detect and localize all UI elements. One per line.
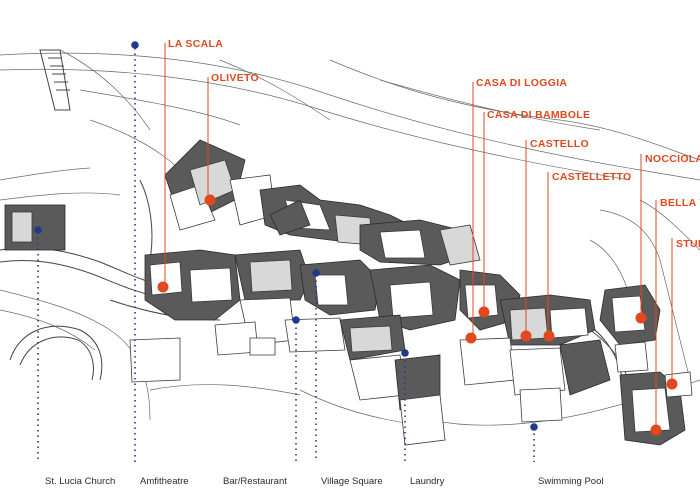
accommodation-markers [157, 194, 678, 436]
marker-st-lucia-church[interactable] [34, 226, 42, 234]
label-bella-vista[interactable]: BELLA V [660, 197, 700, 209]
marker-village-square[interactable] [312, 269, 320, 277]
marker-bar-restaurant[interactable] [292, 316, 300, 324]
marker-castelletto[interactable] [543, 330, 555, 342]
marker-swimming-pool[interactable] [530, 423, 538, 431]
marker-laundry[interactable] [401, 349, 409, 357]
marker-casa-di-bambole[interactable] [478, 306, 490, 318]
amenity-markers [34, 41, 538, 431]
marker-amfitheatre[interactable] [131, 41, 139, 49]
village-buildings [4, 139, 693, 446]
label-studio[interactable]: STUD [676, 238, 700, 250]
label-village-square[interactable]: Village Square [321, 476, 383, 487]
marker-castello[interactable] [520, 330, 532, 342]
label-casa-di-bambole[interactable]: CASA DI BAMBOLE [487, 109, 590, 121]
label-st-lucia-church[interactable]: St. Lucia Church [45, 476, 115, 487]
label-bar-restaurant[interactable]: Bar/Restaurant [223, 476, 287, 487]
accommodation-labels: LA SCALA OLIVETO CASA DI LOGGIA CASA DI … [168, 38, 700, 250]
label-laundry[interactable]: Laundry [410, 476, 445, 487]
marker-casa-di-loggia[interactable] [465, 332, 477, 344]
label-swimming-pool[interactable]: Swimming Pool [538, 476, 603, 487]
label-oliveto[interactable]: OLIVETO [211, 72, 259, 84]
marker-la-scala[interactable] [157, 281, 169, 293]
marker-studio[interactable] [666, 378, 678, 390]
label-casa-di-loggia[interactable]: CASA DI LOGGIA [476, 77, 567, 89]
marker-oliveto[interactable] [204, 194, 216, 206]
label-amfitheatre[interactable]: Amfitheatre [140, 476, 189, 487]
label-nocciola[interactable]: NOCCIOLA [645, 153, 700, 165]
accommodation-leader-lines [164, 43, 673, 430]
marker-nocciola[interactable] [635, 312, 647, 324]
label-castello[interactable]: CASTELLO [530, 138, 589, 150]
amenity-leader-lines [37, 48, 535, 462]
marker-bella-vista[interactable] [650, 424, 662, 436]
label-la-scala[interactable]: LA SCALA [168, 38, 223, 50]
label-castelletto[interactable]: CASTELLETTO [552, 171, 632, 183]
amenity-labels: St. Lucia Church Amfitheatre Bar/Restaur… [45, 476, 603, 487]
